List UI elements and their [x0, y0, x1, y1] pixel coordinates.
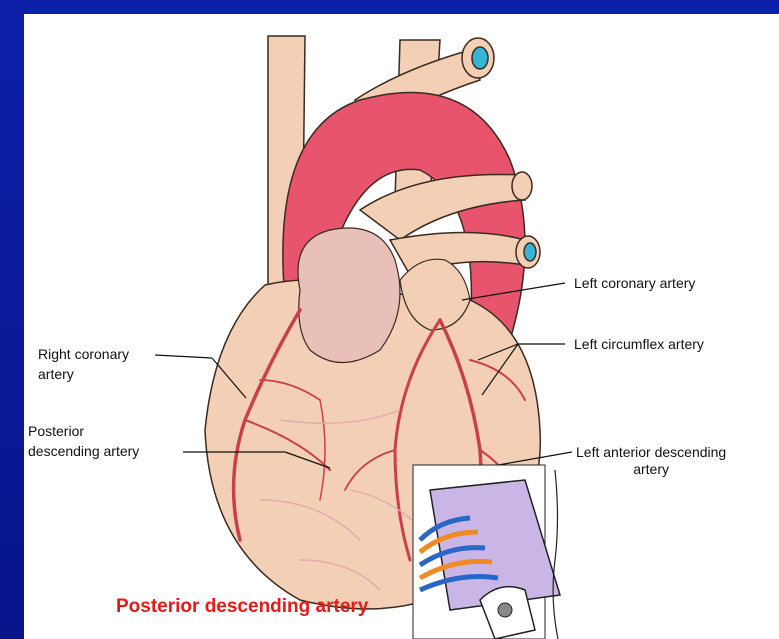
label-left-anterior-descending-artery: Left anterior descending artery — [576, 444, 726, 478]
label-posterior-descending-artery: Posterior descending artery — [28, 423, 139, 460]
inset-illustration — [413, 465, 560, 639]
pointer-right-coronary — [155, 355, 212, 358]
label-right-coronary-line2: artery — [38, 366, 129, 383]
label-left-coronary-artery: Left coronary artery — [574, 275, 695, 292]
label-lad-line2: artery — [576, 461, 726, 478]
label-posterior-line1: Posterior — [28, 423, 139, 440]
label-lad-line1: Left anterior descending — [576, 444, 726, 461]
label-left-circumflex-artery: Left circumflex artery — [574, 336, 704, 353]
caption: Posterior descending artery — [116, 596, 368, 618]
label-posterior-line2: descending artery — [28, 443, 139, 460]
label-right-coronary-line1: Right coronary — [38, 346, 129, 363]
label-right-coronary-artery: Right coronary artery — [38, 346, 129, 383]
